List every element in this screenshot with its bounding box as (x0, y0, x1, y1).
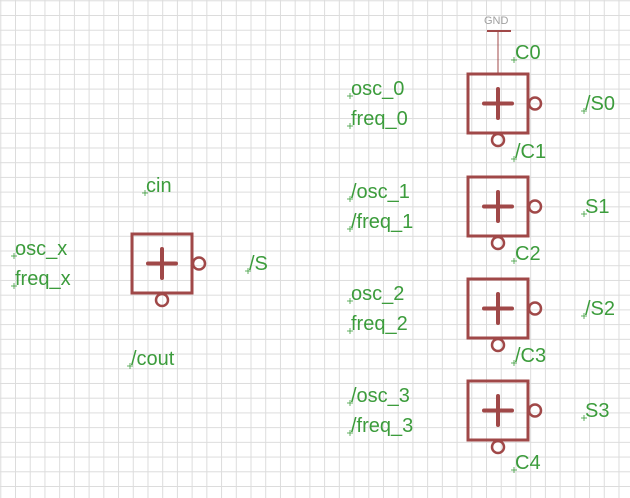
input-label-freq-1: /freq_1 (351, 211, 413, 233)
adder-stage-3 (466, 379, 543, 455)
input-label-osc-x: osc_x (15, 238, 67, 260)
input-label-osc-3: /osc_3 (351, 385, 410, 407)
inverted-carry-bubble (490, 337, 506, 353)
inverted-output-bubble (527, 301, 543, 316)
input-label-freq-3: /freq_3 (351, 415, 413, 437)
inverted-carry-bubble (490, 235, 506, 251)
inverted-carry-bubble (490, 132, 506, 148)
input-label-osc-0: osc_0 (351, 78, 404, 100)
wire (148, 220, 162, 234)
carry-label-c4: C4 (515, 452, 541, 474)
wire (162, 323, 176, 337)
carry-label-c2: C2 (515, 243, 541, 265)
carry-in-label: cin (146, 175, 172, 197)
input-label-freq-x: freq_x (15, 268, 71, 290)
carry-label-c1: /C1 (515, 141, 546, 163)
output-label-s: /S (249, 253, 268, 275)
inverted-carry-bubble (154, 292, 170, 308)
carry-label-c0: C0 (515, 42, 541, 64)
input-label-osc-2: osc_2 (351, 283, 404, 305)
input-label-freq-0: freq_0 (351, 108, 408, 130)
wire (162, 220, 176, 234)
inverted-output-bubble (527, 403, 543, 418)
carry-label-c3: /C3 (515, 345, 546, 367)
inverted-carry-bubble (490, 439, 506, 455)
output-label-s1: S1 (585, 196, 609, 218)
adder-stage-2 (466, 277, 543, 353)
input-label-osc-1: /osc_1 (351, 181, 410, 203)
gnd-label: GND (484, 15, 509, 27)
inverted-output-bubble (527, 96, 543, 111)
input-label-freq-2: freq_2 (351, 313, 408, 335)
output-label-s2: /S2 (585, 298, 615, 320)
single-adder (130, 232, 207, 308)
wire (148, 323, 162, 337)
inverted-output-bubble (527, 199, 543, 214)
adder-stage-0 (466, 72, 543, 148)
adder-stage-1 (466, 175, 543, 251)
inverted-output-bubble (191, 256, 207, 271)
output-label-s0: /S0 (585, 93, 615, 115)
carry-out-label: /cout (131, 348, 175, 370)
output-label-s3: S3 (585, 400, 609, 422)
